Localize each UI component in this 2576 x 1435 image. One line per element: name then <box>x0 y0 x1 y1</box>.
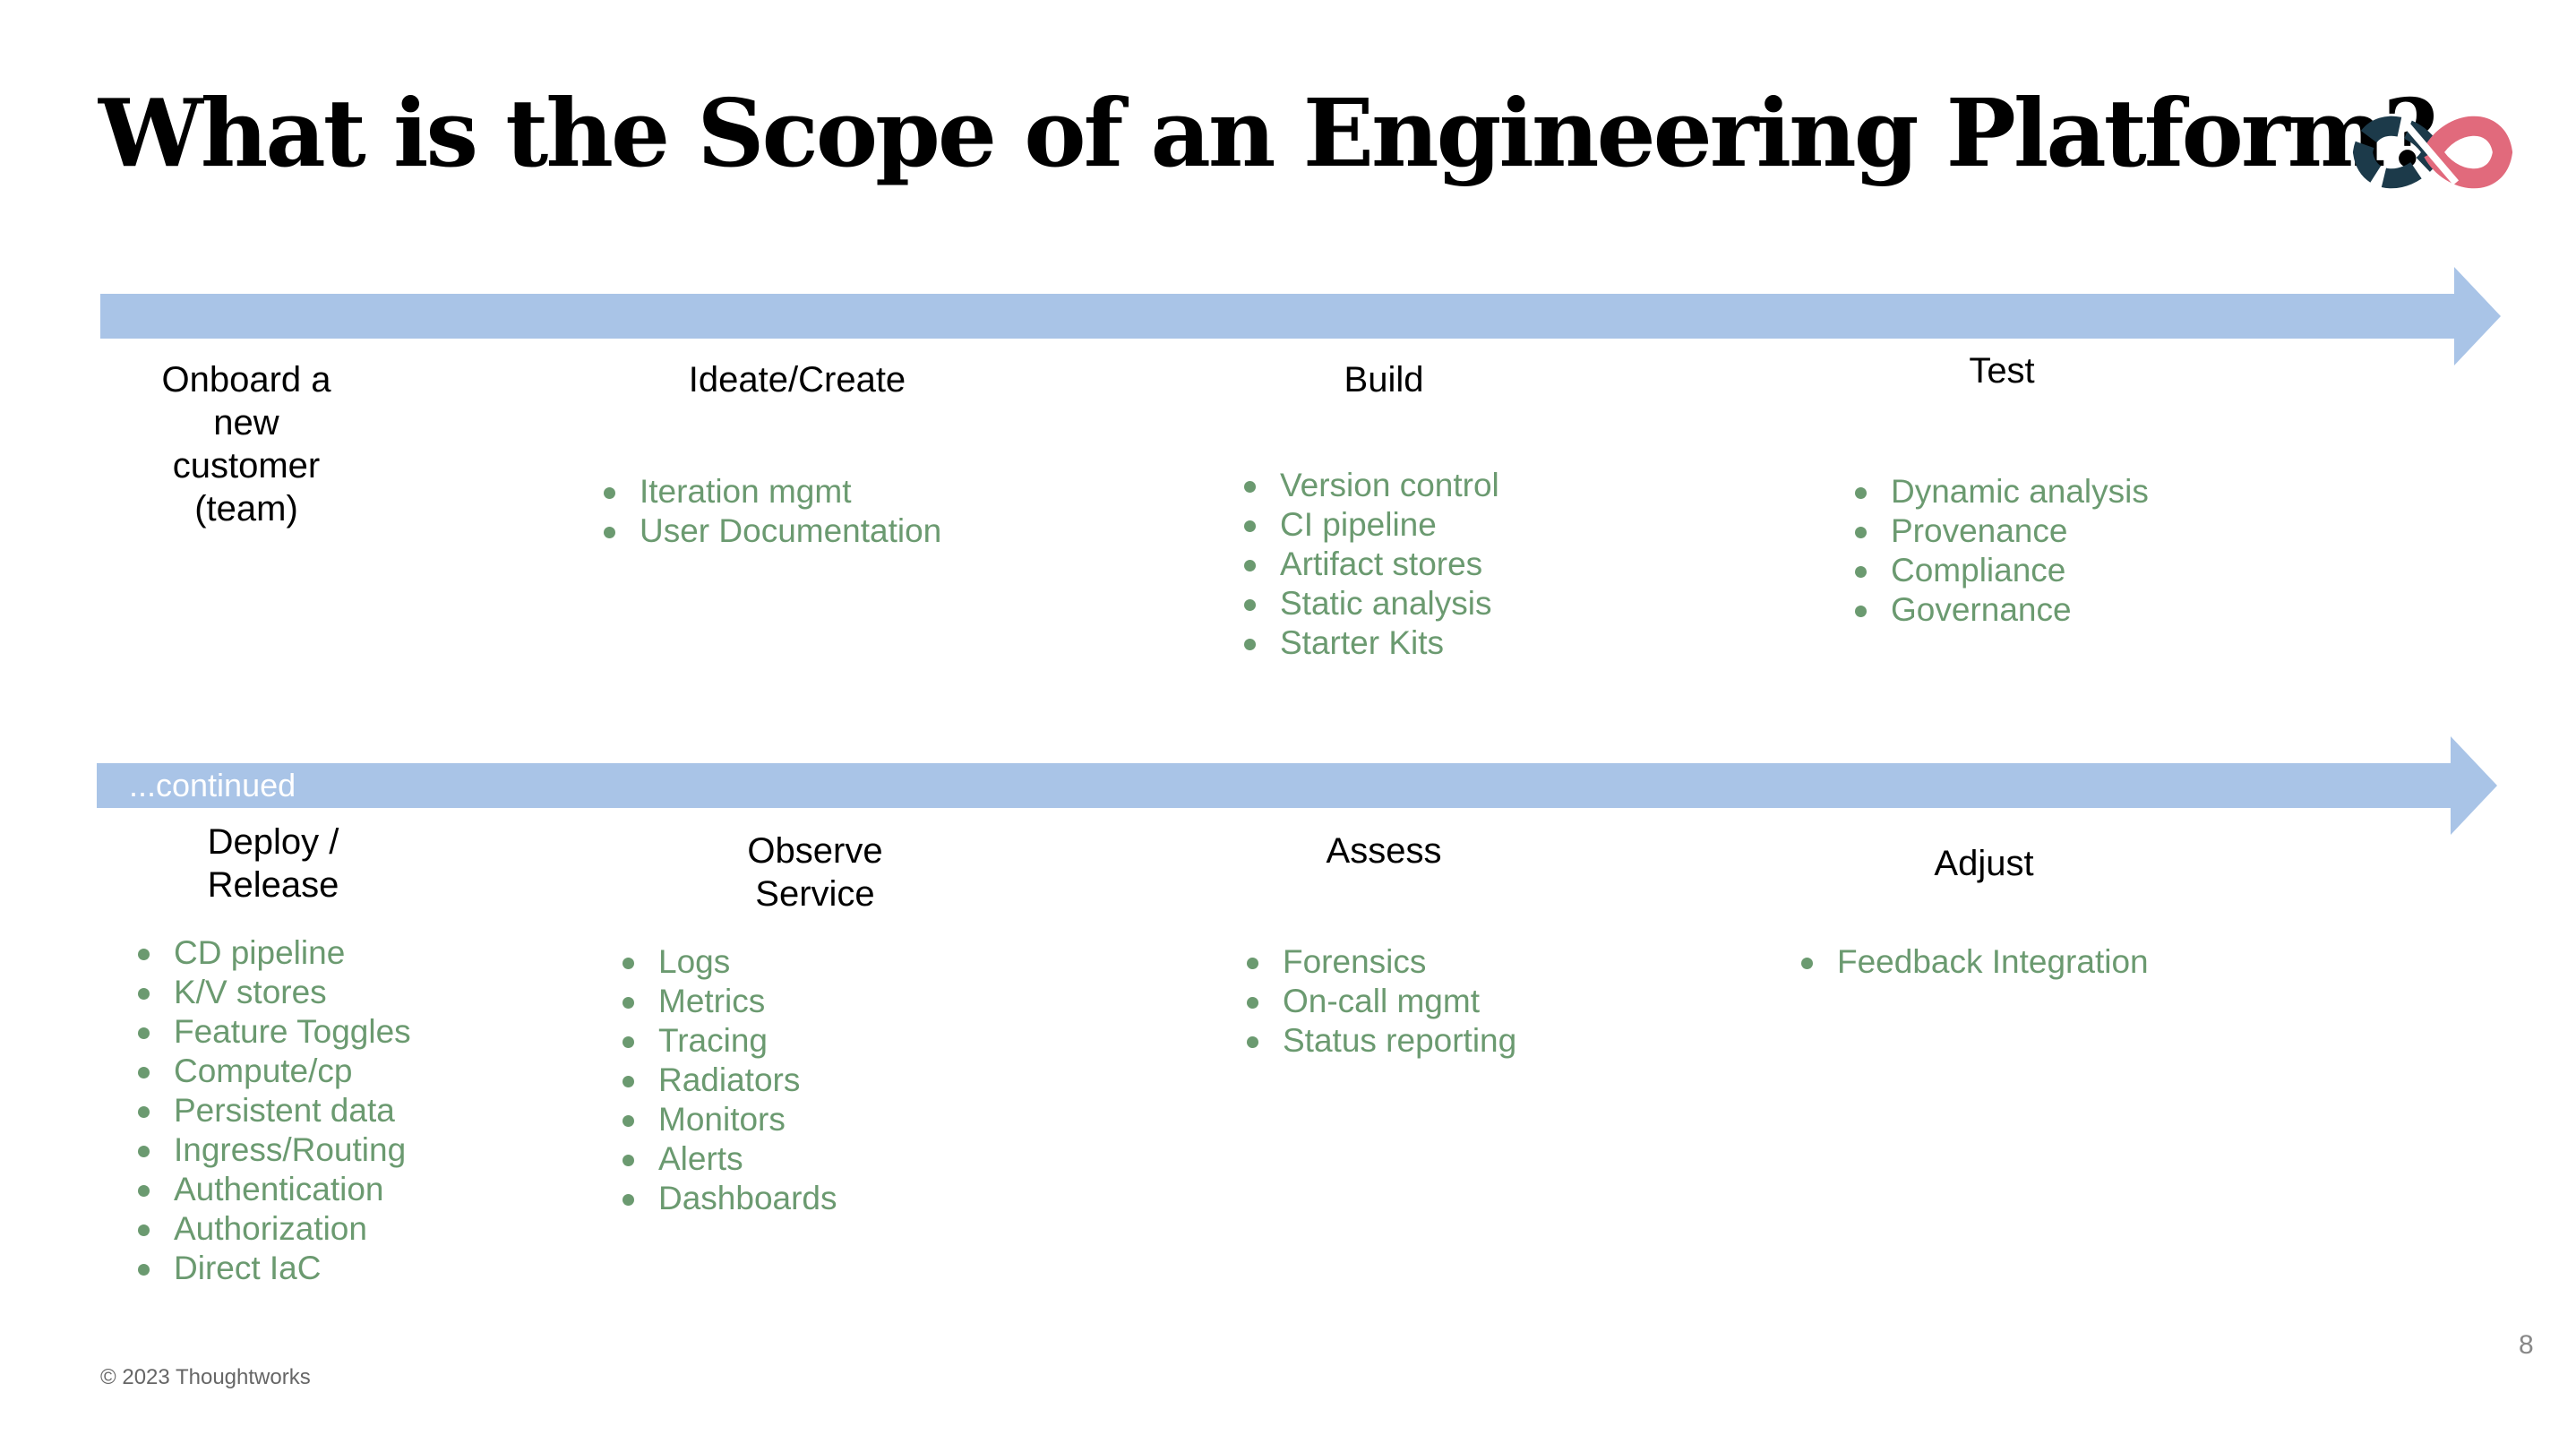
stage-title-line: Release <box>207 865 339 905</box>
list-item: Tracing <box>621 1021 837 1061</box>
list-item: CI pipeline <box>1242 505 1499 545</box>
list-item: Monitors <box>621 1100 837 1139</box>
list-item: Radiators <box>621 1061 837 1100</box>
list-item: Metrics <box>621 982 837 1021</box>
list-item: Starter Kits <box>1242 623 1499 663</box>
stage-title-ideate: Ideate/Create <box>573 358 1021 401</box>
list-item: Status reporting <box>1245 1021 1516 1061</box>
list-item: K/V stores <box>136 973 411 1012</box>
stage-title-test: Test <box>1845 349 2159 392</box>
stage-title-build: Build <box>1227 358 1541 401</box>
list-item: Feedback Integration <box>1799 942 2149 982</box>
copyright-notice: © 2023 Thoughtworks <box>100 1365 311 1389</box>
list-item: Governance <box>1853 590 2149 630</box>
stage-title-line: Service <box>755 874 875 914</box>
list-item: Authorization <box>136 1209 411 1249</box>
infinity-loop-icon <box>2352 116 2513 189</box>
deploy-item-list: CD pipeline K/V stores Feature Toggles C… <box>136 933 411 1288</box>
list-item: Logs <box>621 942 837 982</box>
list-item: Forensics <box>1245 942 1516 982</box>
list-item: User Documentation <box>602 511 941 551</box>
list-item: Version control <box>1242 466 1499 505</box>
list-item: Direct IaC <box>136 1249 411 1288</box>
stage-title-line: (team) <box>194 489 298 528</box>
top-process-arrow <box>100 267 2501 365</box>
stage-title-line: Ideate/Create <box>688 360 906 400</box>
stage-title-line: Onboard a <box>161 360 331 400</box>
bottom-process-arrow <box>97 736 2497 835</box>
list-item: On-call mgmt <box>1245 982 1516 1021</box>
list-item: Iteration mgmt <box>602 472 941 511</box>
stage-title-deploy: Deploy / Release <box>143 821 403 907</box>
list-item: Persistent data <box>136 1091 411 1130</box>
stage-title-onboard: Onboard a new customer (team) <box>134 358 358 530</box>
stage-title-line: customer <box>172 446 321 485</box>
list-item: Ingress/Routing <box>136 1130 411 1170</box>
list-item: Compute/cp <box>136 1052 411 1091</box>
stage-title-adjust: Adjust <box>1827 842 2141 885</box>
list-item: CD pipeline <box>136 933 411 973</box>
ideate-item-list: Iteration mgmt User Documentation <box>602 472 941 551</box>
stage-title-observe: Observe Service <box>681 829 949 915</box>
test-item-list: Dynamic analysis Provenance Compliance G… <box>1853 472 2149 630</box>
slide-title: What is the Scope of an Engineering Plat… <box>99 78 2438 188</box>
stage-title-assess: Assess <box>1227 829 1541 872</box>
adjust-item-list: Feedback Integration <box>1799 942 2149 982</box>
list-item: Dynamic analysis <box>1853 472 2149 511</box>
continued-label: ...continued <box>129 767 296 803</box>
stage-title-line: Deploy / <box>207 822 339 862</box>
stage-title-line: new <box>213 403 279 443</box>
stage-title-line: Test <box>1969 351 2035 391</box>
list-item: Dashboards <box>621 1179 837 1218</box>
assess-item-list: Forensics On-call mgmt Status reporting <box>1245 942 1516 1061</box>
list-item: Compliance <box>1853 551 2149 590</box>
build-item-list: Version control CI pipeline Artifact sto… <box>1242 466 1499 663</box>
stage-title-line: Build <box>1344 360 1424 400</box>
list-item: Provenance <box>1853 511 2149 551</box>
stage-title-line: Observe <box>747 831 883 871</box>
page-number: 8 <box>2519 1330 2534 1360</box>
stage-title-line: Assess <box>1326 831 1442 871</box>
list-item: Static analysis <box>1242 584 1499 623</box>
list-item: Artifact stores <box>1242 545 1499 584</box>
list-item: Feature Toggles <box>136 1012 411 1052</box>
list-item: Alerts <box>621 1139 837 1179</box>
stage-title-line: Adjust <box>1934 844 2034 883</box>
list-item: Authentication <box>136 1170 411 1209</box>
observe-item-list: Logs Metrics Tracing Radiators Monitors … <box>621 942 837 1218</box>
